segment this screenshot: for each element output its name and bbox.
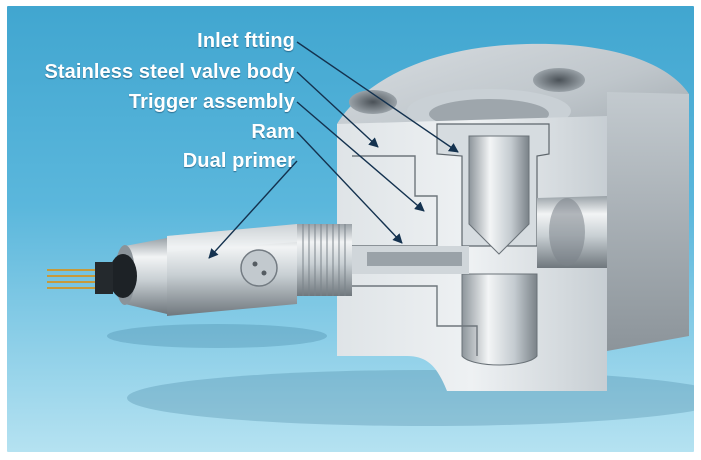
- leader-inlet-fitting: [296, 41, 459, 153]
- leader-valve-body: [296, 71, 379, 148]
- leader-dual-primer: [208, 160, 298, 259]
- leader-ram: [296, 131, 403, 244]
- cutaway-valve-photo: [7, 6, 694, 452]
- leader-trigger-assembly: [296, 101, 425, 212]
